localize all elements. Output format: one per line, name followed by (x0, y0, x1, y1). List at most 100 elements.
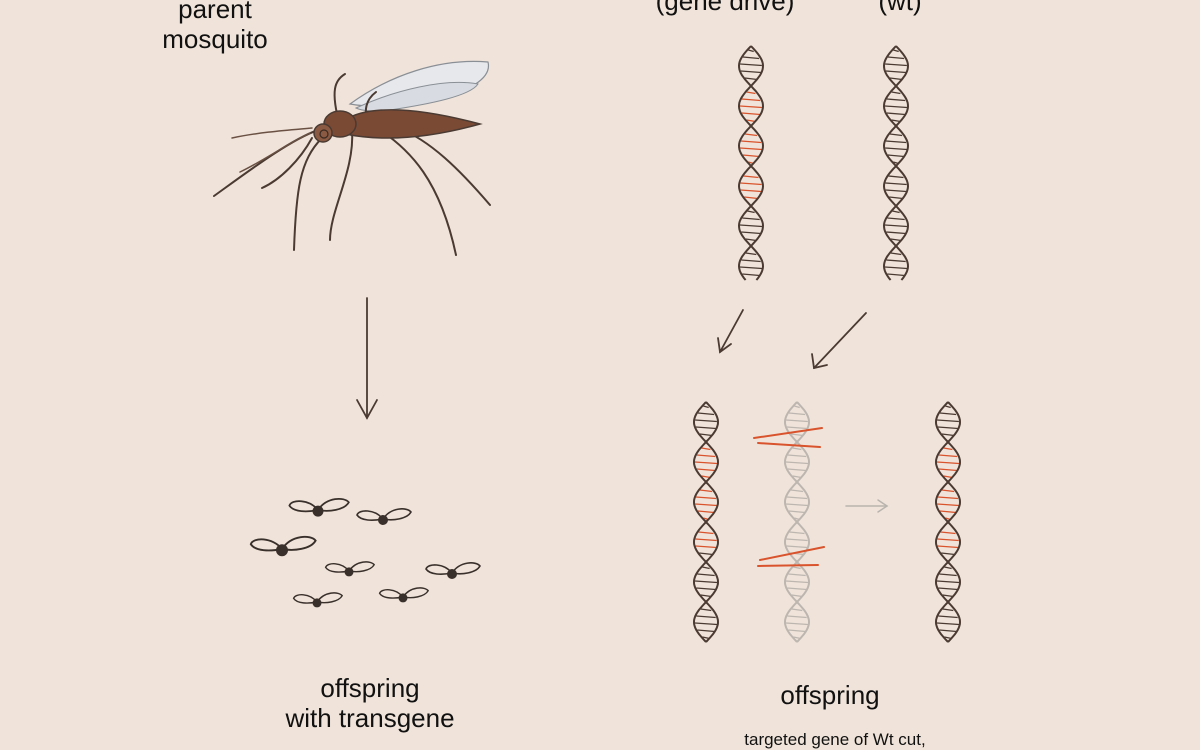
transgene-rung (695, 503, 717, 507)
base-pair-rung (790, 489, 804, 493)
base-pair-rung (938, 615, 958, 619)
base-pair-rung (887, 273, 905, 277)
transgene-rung (937, 545, 959, 549)
base-pair-rung (699, 552, 713, 556)
base-pair-rung (786, 419, 808, 423)
transgene-rung (937, 496, 959, 500)
base-pair-rung (788, 412, 806, 416)
cut-marks (753, 427, 825, 567)
transgene-rung (742, 154, 760, 158)
base-pair-rung (890, 252, 902, 256)
transgene-rung (696, 454, 716, 458)
base-pair-rung (887, 217, 905, 221)
offspring-swarm (249, 497, 481, 608)
base-pair-rung (748, 49, 754, 53)
base-pair-rung (742, 217, 760, 221)
base-pair-rung (886, 231, 906, 235)
transgene-rung (940, 531, 956, 535)
base-pair-rung (885, 189, 907, 193)
offspring-caption: targeted gene of Wt cut, (744, 730, 926, 749)
base-pair-rung (697, 629, 715, 633)
transgene-rung (943, 447, 953, 451)
transgene-rung (695, 545, 717, 549)
offspring-label-line1: offspring (320, 673, 420, 703)
base-pair-rung (695, 426, 717, 430)
base-pair-rung (695, 419, 717, 423)
base-pair-rung (794, 405, 800, 409)
base-pair-rung (939, 573, 957, 577)
base-pair-rung (742, 56, 760, 60)
base-pair-rung (786, 503, 808, 507)
base-pair-rung (939, 412, 957, 416)
base-pair-rung (740, 70, 762, 74)
base-pair-rung (789, 531, 805, 535)
base-pair-rung (892, 210, 900, 214)
transgene-rung (746, 91, 756, 95)
offspring-transgene-label: offspring with transgene (250, 673, 490, 733)
gene-drive-dna-helix (737, 45, 765, 281)
transgene-rung (701, 475, 711, 479)
transgene-rung (743, 175, 759, 179)
base-pair-rung (889, 77, 903, 81)
base-pair-rung (696, 615, 716, 619)
base-pair-rung (884, 266, 908, 270)
transgene-rung (744, 196, 758, 200)
base-pair-rung (936, 622, 960, 626)
transgene-rung (697, 510, 715, 514)
base-pair-rung (786, 538, 808, 542)
base-pair-rung (792, 447, 802, 451)
wt-label: (wt) (878, 0, 922, 16)
base-pair-rung (697, 412, 715, 416)
base-pair-rung (941, 552, 955, 556)
offspring-mosquito-icon (356, 508, 412, 525)
base-pair-rung (885, 63, 907, 67)
transgene-rung (939, 510, 957, 514)
transgene-rung (695, 496, 717, 500)
base-pair-rung (787, 468, 807, 472)
base-pair-rung (941, 433, 955, 437)
offspring-mosquito-icon (288, 497, 350, 517)
transgene-rung (740, 147, 762, 151)
base-pair-rung (937, 426, 959, 430)
offspring-label-line2: with transgene (285, 703, 455, 733)
base-pair-rung (936, 580, 960, 584)
base-pair-rung (786, 496, 808, 500)
base-pair-rung (792, 475, 802, 479)
base-pair-rung (893, 49, 899, 53)
transgene-rung (746, 119, 756, 123)
base-pair-rung (791, 608, 803, 612)
dna-backbone (934, 401, 962, 643)
dna-backbone (882, 45, 910, 281)
base-pair-rung (702, 566, 710, 570)
base-pair-rung (790, 433, 804, 437)
parent-label: parent mosquito (140, 0, 290, 54)
dna-helices (692, 45, 962, 643)
base-pair-rung (700, 608, 712, 612)
offspring-mosquito-icon (425, 562, 481, 579)
base-pair-rung (887, 154, 905, 158)
base-pair-rung (888, 175, 904, 179)
base-pair-rung (890, 238, 902, 242)
base-pair-rung (741, 231, 761, 235)
transgene-rung (740, 140, 762, 144)
base-pair-rung (885, 182, 907, 186)
base-pair-rung (697, 573, 715, 577)
base-pair-rung (745, 252, 757, 256)
wt-dna-helix (882, 45, 910, 281)
offspring-mosquito-icon (292, 592, 344, 608)
base-pair-rung (884, 105, 908, 109)
transgene-rung (744, 133, 758, 137)
transgene-rung (938, 468, 958, 472)
base-pair-rung (740, 63, 762, 67)
base-pair-rung (891, 119, 901, 123)
base-pair-rung (889, 196, 903, 200)
base-pair-rung (891, 91, 901, 95)
base-pair-rung (787, 615, 807, 619)
base-pair-rung (885, 147, 907, 151)
base-pair-rung (739, 224, 763, 228)
base-pair-rung (788, 629, 806, 633)
transgene-rung (701, 447, 711, 451)
transgene-rung (696, 468, 716, 472)
base-pair-rung (938, 587, 958, 591)
